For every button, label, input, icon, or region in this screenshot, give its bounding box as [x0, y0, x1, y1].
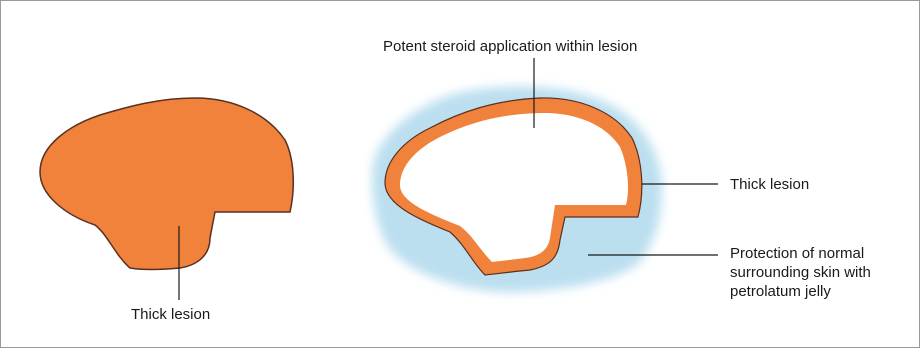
protection-label-line3: petrolatum jelly: [730, 283, 831, 301]
left-thick-lesion-shape: [40, 98, 293, 270]
protection-label-line1: Protection of normal: [730, 245, 864, 263]
right-thick-lesion-label: Thick lesion: [730, 176, 809, 194]
steroid-application-label: Potent steroid application within lesion: [383, 38, 637, 56]
left-thick-lesion-label: Thick lesion: [131, 306, 210, 324]
protection-label-line2: surrounding skin with: [730, 264, 871, 282]
